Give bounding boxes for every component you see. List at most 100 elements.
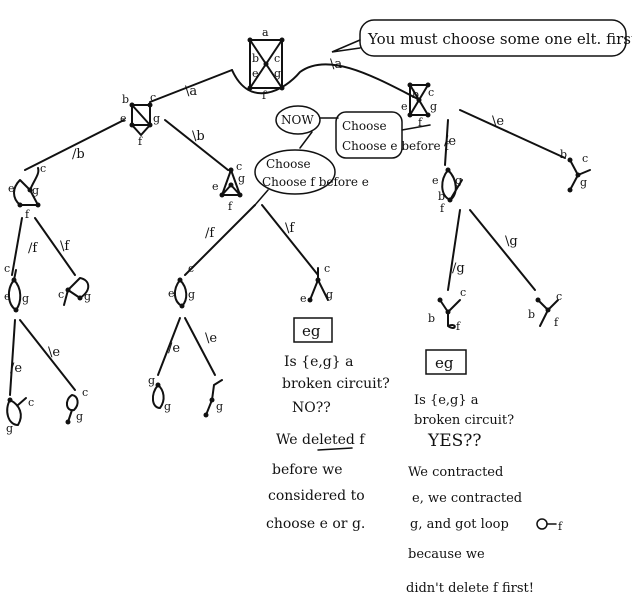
svg-text:eg: eg: [435, 354, 454, 372]
edge-label: \e: [205, 331, 217, 346]
note-line: broken circuit?: [414, 413, 514, 428]
svg-text:e: e: [4, 290, 11, 303]
svg-text:g: g: [216, 400, 223, 413]
edge-r-right: [459, 109, 566, 159]
note-line: choose e or g.: [266, 516, 365, 532]
svg-text:c: c: [58, 288, 64, 301]
svg-text:g: g: [153, 112, 160, 125]
svg-text:b: b: [428, 312, 435, 325]
note-line: because we: [408, 547, 485, 562]
choose-e-before-f-callout: Choose Choose e before f: [335, 111, 450, 159]
tree-edges: [9, 63, 566, 396]
edge-label: \e: [492, 114, 504, 129]
svg-text:f: f: [558, 520, 563, 533]
svg-text:c: c: [40, 162, 46, 175]
edge-ml-f-right: [261, 204, 319, 276]
svg-text:c: c: [556, 290, 562, 303]
note-line: didn't delete f first!: [406, 581, 534, 596]
edge-label-group: \a \a /b \b /f \f /f \f /e \e /e \e /e \…: [10, 57, 518, 376]
svg-text:e: e: [168, 287, 175, 300]
svg-text:b: b: [412, 88, 419, 101]
svg-text:c: c: [82, 386, 88, 399]
edge-label: /b: [72, 147, 85, 162]
edge-label: /f: [205, 226, 215, 241]
graph-right-top: b c e g f: [401, 82, 437, 129]
svg-text:c: c: [274, 52, 280, 65]
edge-ml-f-left: [184, 204, 256, 276]
note-line: broken circuit?: [282, 376, 390, 392]
svg-text:b: b: [122, 93, 129, 106]
svg-text:g: g: [238, 172, 245, 185]
edge-label: \b: [192, 129, 205, 144]
edge-ll-e-left: [9, 319, 16, 396]
graph-leaf-1: g c: [6, 396, 34, 435]
graph-leaf-4: g: [203, 379, 223, 418]
graph-root: a b c e g f: [247, 26, 285, 102]
note-line: g, and got loop: [410, 517, 509, 532]
box-right: eg: [425, 349, 467, 375]
note-line: NO??: [292, 400, 331, 416]
middle-notes: Is {e,g} a broken circuit? NO?? We delet…: [266, 354, 390, 532]
svg-text:e: e: [8, 182, 15, 195]
svg-text:g: g: [188, 288, 195, 301]
svg-text:c: c: [428, 86, 434, 99]
note-line: Is {e,g} a: [284, 354, 353, 370]
svg-text:a: a: [262, 26, 269, 39]
graph-ll-2: e g c f: [8, 162, 46, 221]
now-text: NOW: [281, 113, 314, 127]
svg-text:c: c: [4, 262, 10, 275]
graph-rr-2b: b c g: [560, 148, 591, 193]
edge-r-left: [444, 119, 449, 166]
svg-text:g: g: [84, 290, 91, 303]
edge-rg-left: [447, 209, 461, 291]
edge-ml-e-right: [184, 317, 216, 376]
svg-text:f: f: [228, 200, 233, 213]
svg-text:c: c: [236, 160, 242, 173]
svg-text:b: b: [528, 308, 535, 321]
svg-text:f: f: [418, 116, 423, 129]
note-line: Is {e,g} a: [414, 393, 479, 408]
edge-label: \a: [185, 84, 197, 99]
edge-root-left: [149, 69, 233, 103]
svg-text:c: c: [582, 152, 588, 165]
graph-leaf-2: g c: [65, 386, 88, 425]
graph-ml-2: e g c f: [212, 160, 245, 213]
svg-text:g: g: [22, 292, 29, 305]
svg-text:f: f: [138, 135, 143, 148]
choose-f-before-e-text: Choose f before e: [262, 175, 369, 189]
note-line: YES??: [427, 431, 482, 451]
svg-text:e: e: [120, 112, 127, 125]
graph-ll-3a: e g c: [4, 262, 29, 313]
edge-left-down-right: [164, 119, 229, 171]
svg-text:g: g: [580, 176, 587, 189]
now-callout: NOW: [275, 105, 339, 149]
note-line: e, we contracted: [412, 491, 522, 506]
svg-text:b: b: [252, 52, 259, 65]
note-line: We contracted: [408, 465, 503, 480]
right-notes: Is {e,g} a broken circuit? YES?? We cont…: [406, 393, 563, 596]
loop-icon: f: [536, 518, 563, 533]
graph-m-3: e g c: [300, 262, 333, 305]
edge-label: \a: [330, 57, 342, 72]
svg-text:e: e: [212, 180, 219, 193]
edge-label: \e: [48, 345, 60, 360]
svg-text:g: g: [430, 100, 437, 113]
graph-rr-3b: b c f: [528, 290, 562, 329]
edge-label: /e: [168, 341, 180, 356]
svg-text:e: e: [252, 67, 259, 80]
svg-text:c: c: [28, 396, 34, 409]
svg-text:eg: eg: [302, 322, 321, 340]
svg-text:c: c: [460, 286, 466, 299]
edge-label: /e: [10, 361, 22, 376]
svg-text:f: f: [440, 202, 445, 215]
note-line: We deleted f: [276, 432, 366, 448]
graph-ml-3: e g c: [168, 262, 195, 309]
svg-text:e: e: [300, 292, 307, 305]
svg-text:f: f: [25, 208, 30, 221]
edge-root-right: [231, 63, 421, 101]
svg-text:g: g: [164, 400, 171, 413]
svg-text:f: f: [262, 89, 267, 102]
edge-label: /g: [452, 261, 465, 276]
graph-rr-3a: b c f: [428, 286, 466, 333]
